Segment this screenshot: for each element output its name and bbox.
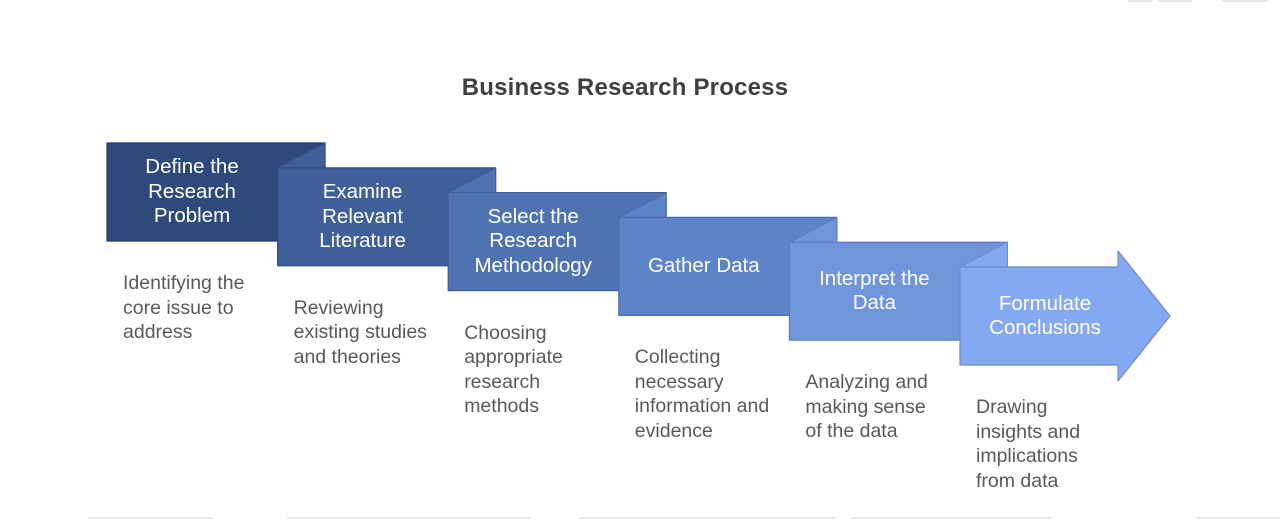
step-3-description: Choosing appropriate research methods xyxy=(464,321,563,418)
cropped-shape-edge xyxy=(287,517,530,519)
step-1-description: Identifying the core issue to address xyxy=(123,272,245,343)
cropped-shape-edge xyxy=(1196,517,1280,519)
cropped-shape-edge xyxy=(850,517,1052,519)
cropped-shape-edge xyxy=(578,517,836,519)
step-6-description: Drawing insights and implications from d… xyxy=(976,396,1081,492)
step-2-description: Reviewing existing studies and theories xyxy=(293,296,427,368)
cropped-shape-edge xyxy=(1222,0,1268,2)
step-5-description: Analyzing and making sense of the data xyxy=(805,371,928,443)
page-title: Business Research Process xyxy=(461,74,789,101)
step-6-arrow-shape xyxy=(959,250,1171,382)
cropped-shape-edge xyxy=(88,517,214,519)
cropped-shape-edge xyxy=(1128,0,1152,2)
step-4-description: Collecting necessary information and evi… xyxy=(634,346,770,442)
cropped-shape-edge xyxy=(1158,0,1192,2)
